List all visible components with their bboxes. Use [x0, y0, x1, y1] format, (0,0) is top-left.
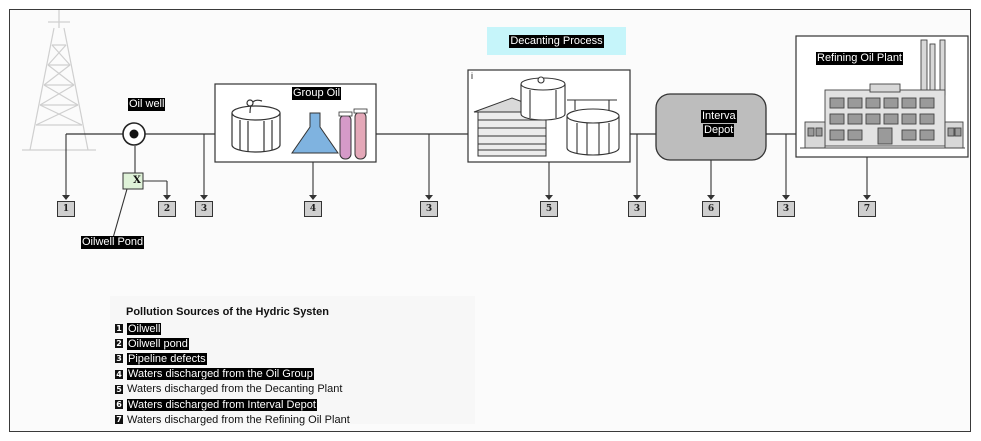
legend-item-text: Waters discharged from the Decanting Pla…	[127, 383, 343, 396]
group-oil-label: Group Oil	[292, 87, 342, 100]
source-marker-3: 3	[420, 201, 438, 217]
legend-item-number: 7	[115, 415, 123, 425]
legend-item: 4 Waters discharged from the Oil Group	[115, 368, 314, 381]
legend-item-number: 5	[115, 384, 123, 394]
legend-item-number: 2	[115, 339, 123, 349]
lab-flask-icon	[291, 112, 339, 154]
oil-well-icon	[122, 122, 146, 146]
legend-item-number: 4	[115, 369, 123, 379]
warehouse-icon	[473, 97, 551, 157]
source-marker-3: 3	[628, 201, 646, 217]
source-marker-5: 5	[540, 201, 558, 217]
legend-item-number: 1	[115, 324, 123, 333]
discharge-lines	[65, 134, 868, 239]
decanting-tank-icon-2	[566, 99, 620, 156]
interval-depot-label-line1: Interva	[701, 110, 737, 123]
source-marker-4: 4	[304, 201, 322, 217]
legend-item-text: Oilwell	[127, 322, 162, 335]
arrow-heads	[62, 195, 871, 244]
valve-icon	[122, 172, 144, 190]
legend-item-text: Pipeline defects	[127, 352, 207, 365]
legend-item: 5 Waters discharged from the Decanting Pl…	[115, 383, 342, 396]
legend-item: 6 Waters discharged from Interval Depot	[115, 398, 317, 411]
legend-panel: Pollution Sources of the Hydric Systen 1…	[110, 296, 475, 426]
source-marker-7: 7	[858, 201, 876, 217]
oil-well-label: Oil well	[128, 98, 166, 111]
legend-item-text: Waters discharged from Interval Depot	[127, 398, 317, 411]
legend-item-text: Waters discharged from the Oil Group	[127, 368, 314, 381]
source-marker-2: 2	[158, 201, 176, 217]
refining-oil-plant-label: Refining Oil Plant	[816, 52, 903, 65]
legend-item: 2 Oilwell pond	[115, 337, 189, 350]
decanting-tank-icon	[520, 76, 566, 121]
storage-tank-icon	[231, 99, 281, 153]
legend-item-number: 6	[115, 400, 123, 409]
test-tubes-icon	[338, 108, 368, 160]
refining-plant-station	[795, 35, 969, 158]
factory-icon	[800, 39, 965, 149]
legend-item-text: Oilwell pond	[127, 337, 189, 350]
source-marker-3: 3	[777, 201, 795, 217]
interval-depot-label-line2: Depot	[703, 124, 735, 137]
legend-item-number: 3	[115, 354, 123, 364]
valve-label: X	[133, 175, 141, 186]
source-marker-6: 6	[702, 201, 720, 217]
source-marker-3: 3	[195, 201, 213, 217]
decanting-plant-station	[467, 69, 631, 163]
oilwell-pond-label: Oilwell Pond	[81, 236, 145, 249]
decanting-box-mark: i	[471, 71, 473, 81]
source-marker-1: 1	[57, 201, 75, 217]
legend-item: 3 Pipeline defects	[115, 352, 207, 365]
legend-item: 7 Waters discharged from the Refining Oil…	[115, 413, 350, 426]
legend-item: 1 Oilwell	[115, 322, 162, 335]
legend-item-text: Waters discharged from the Refining Oil …	[127, 413, 350, 426]
decanting-process-label: Decanting Process	[509, 34, 604, 48]
decanting-process-title: Decanting Process	[487, 27, 626, 55]
legend-title: Pollution Sources of the Hydric Systen	[126, 306, 329, 318]
oil-derrick-icon	[22, 10, 96, 151]
